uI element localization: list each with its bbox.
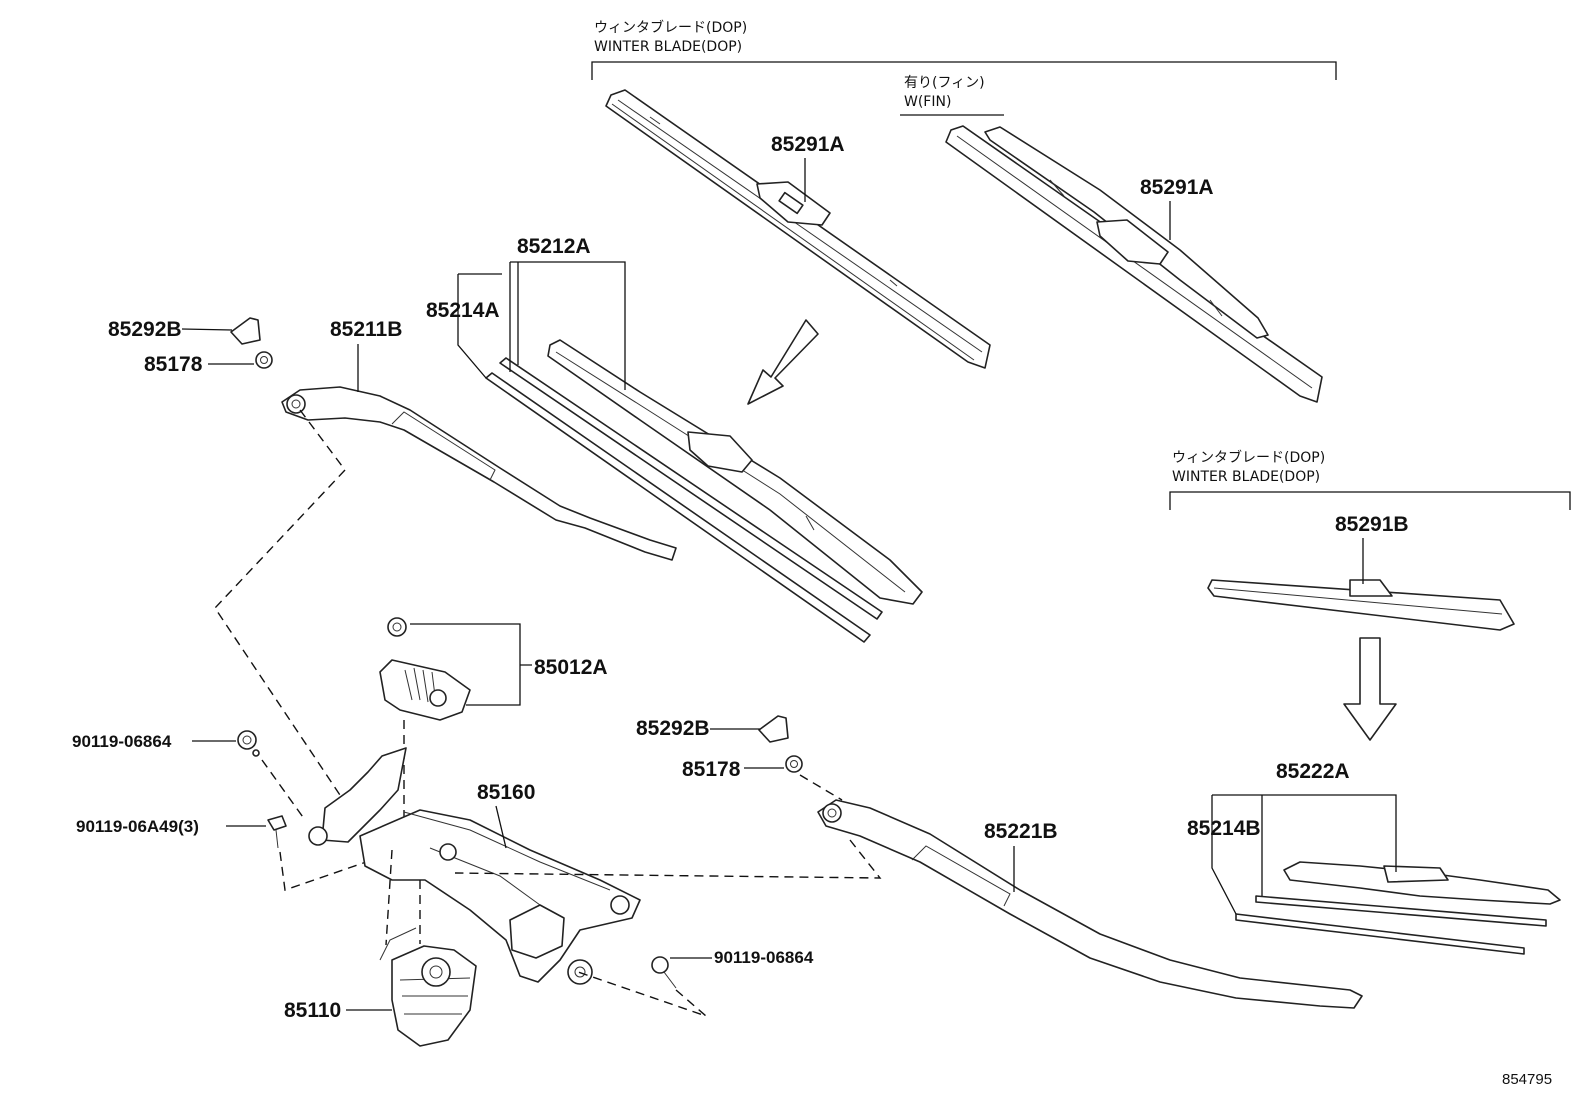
label-85292B-right: 85292B: [636, 717, 710, 740]
fin-note-jp: 有り(フィン): [904, 75, 985, 91]
wiper-motor-85110[interactable]: [379, 927, 477, 1047]
label-85178-left: 85178: [144, 353, 203, 376]
leader-85160: [495, 805, 507, 849]
winter-blade-group-right: ウィンタブレード(DOP) WINTER BLADE(DOP): [1169, 449, 1571, 510]
figure-number: 854795: [1502, 1071, 1552, 1088]
link-85012A[interactable]: [379, 659, 471, 721]
assembly-path-right-arm: [454, 774, 882, 879]
label-90119-06A49: 90119-06A49(3): [76, 817, 199, 836]
label-85222A: 85222A: [1276, 760, 1350, 783]
label-85212A: 85212A: [517, 235, 591, 258]
winter-blade-85291A-left[interactable]: [605, 89, 991, 369]
assembly-path-left-arm: [214, 409, 359, 823]
leader-85292B-left: [181, 328, 233, 331]
wiper-arm-85211B[interactable]: [281, 386, 677, 561]
label-85291B: 85291B: [1335, 513, 1409, 536]
winter-blade-note-jp: ウィンタブレード(DOP): [594, 19, 747, 36]
replace-arrow-top: [747, 319, 819, 405]
winter-blade-bracket-right: [1169, 491, 1571, 510]
label-85110: 85110: [284, 999, 341, 1022]
leader-85214A: [457, 273, 502, 379]
leader-85012A: [410, 623, 532, 706]
wiper-rubber-85214B[interactable]: [1235, 895, 1547, 955]
assembly-path-bolt-right: [577, 971, 707, 1017]
wiper-linkage-85160[interactable]: [308, 747, 641, 985]
winter-blade-note-en-right: WINTER BLADE(DOP): [1172, 469, 1320, 485]
label-85178-right: 85178: [682, 758, 741, 781]
assembly-path-bolt-left: [261, 759, 306, 821]
wiper-blade-85212A[interactable]: [547, 339, 923, 605]
wiper-arm-85221B[interactable]: [817, 799, 1363, 1009]
label-85291A-right: 85291A: [1140, 176, 1214, 199]
cap-85292B-right[interactable]: [758, 715, 789, 743]
bolt-90119-06864-left[interactable]: [237, 730, 260, 757]
assembly-path-motor: [385, 849, 421, 946]
label-85214A: 85214A: [426, 299, 500, 322]
label-85291A-left: 85291A: [771, 133, 845, 156]
nut-85178-right[interactable]: [785, 755, 803, 773]
replace-arrow-right: [1343, 637, 1397, 741]
leader-85222A: [1212, 794, 1397, 896]
bolt-90119-06864-right[interactable]: [651, 956, 677, 989]
assembly-path-bolt-06A49: [279, 851, 373, 891]
label-90119-06864-right: 90119-06864: [714, 948, 814, 967]
nut-85012A[interactable]: [387, 617, 407, 637]
winter-blade-note-jp-right: ウィンタブレード(DOP): [1172, 449, 1325, 466]
cap-85292B-left[interactable]: [230, 317, 261, 345]
winter-blade-85291A-right[interactable]: [945, 125, 1323, 403]
fin-note-en: W(FIN): [904, 94, 951, 110]
winter-blade-note-en: WINTER BLADE(DOP): [594, 39, 742, 55]
label-90119-06864-left: 90119-06864: [72, 732, 172, 751]
label-85012A: 85012A: [534, 656, 608, 679]
bolt-90119-06A49[interactable]: [267, 815, 287, 849]
label-85160: 85160: [477, 781, 535, 804]
wiper-blade-85222A[interactable]: [1283, 861, 1561, 905]
label-85211B: 85211B: [330, 318, 402, 341]
winter-blade-group-top: ウィンタブレード(DOP) WINTER BLADE(DOP) 有り(フィン) …: [591, 19, 1337, 116]
label-85221B: 85221B: [984, 820, 1058, 843]
label-85292B-left: 85292B: [108, 318, 182, 341]
leader-85214B: [1211, 795, 1237, 915]
label-85214B: 85214B: [1187, 817, 1261, 840]
leader-85212A: [509, 261, 626, 390]
nut-85178-left[interactable]: [255, 351, 273, 369]
winter-blade-85291B[interactable]: [1207, 579, 1515, 631]
wiper-rubber-85214A[interactable]: [485, 357, 883, 643]
winter-blade-bracket-top: [591, 61, 1337, 80]
